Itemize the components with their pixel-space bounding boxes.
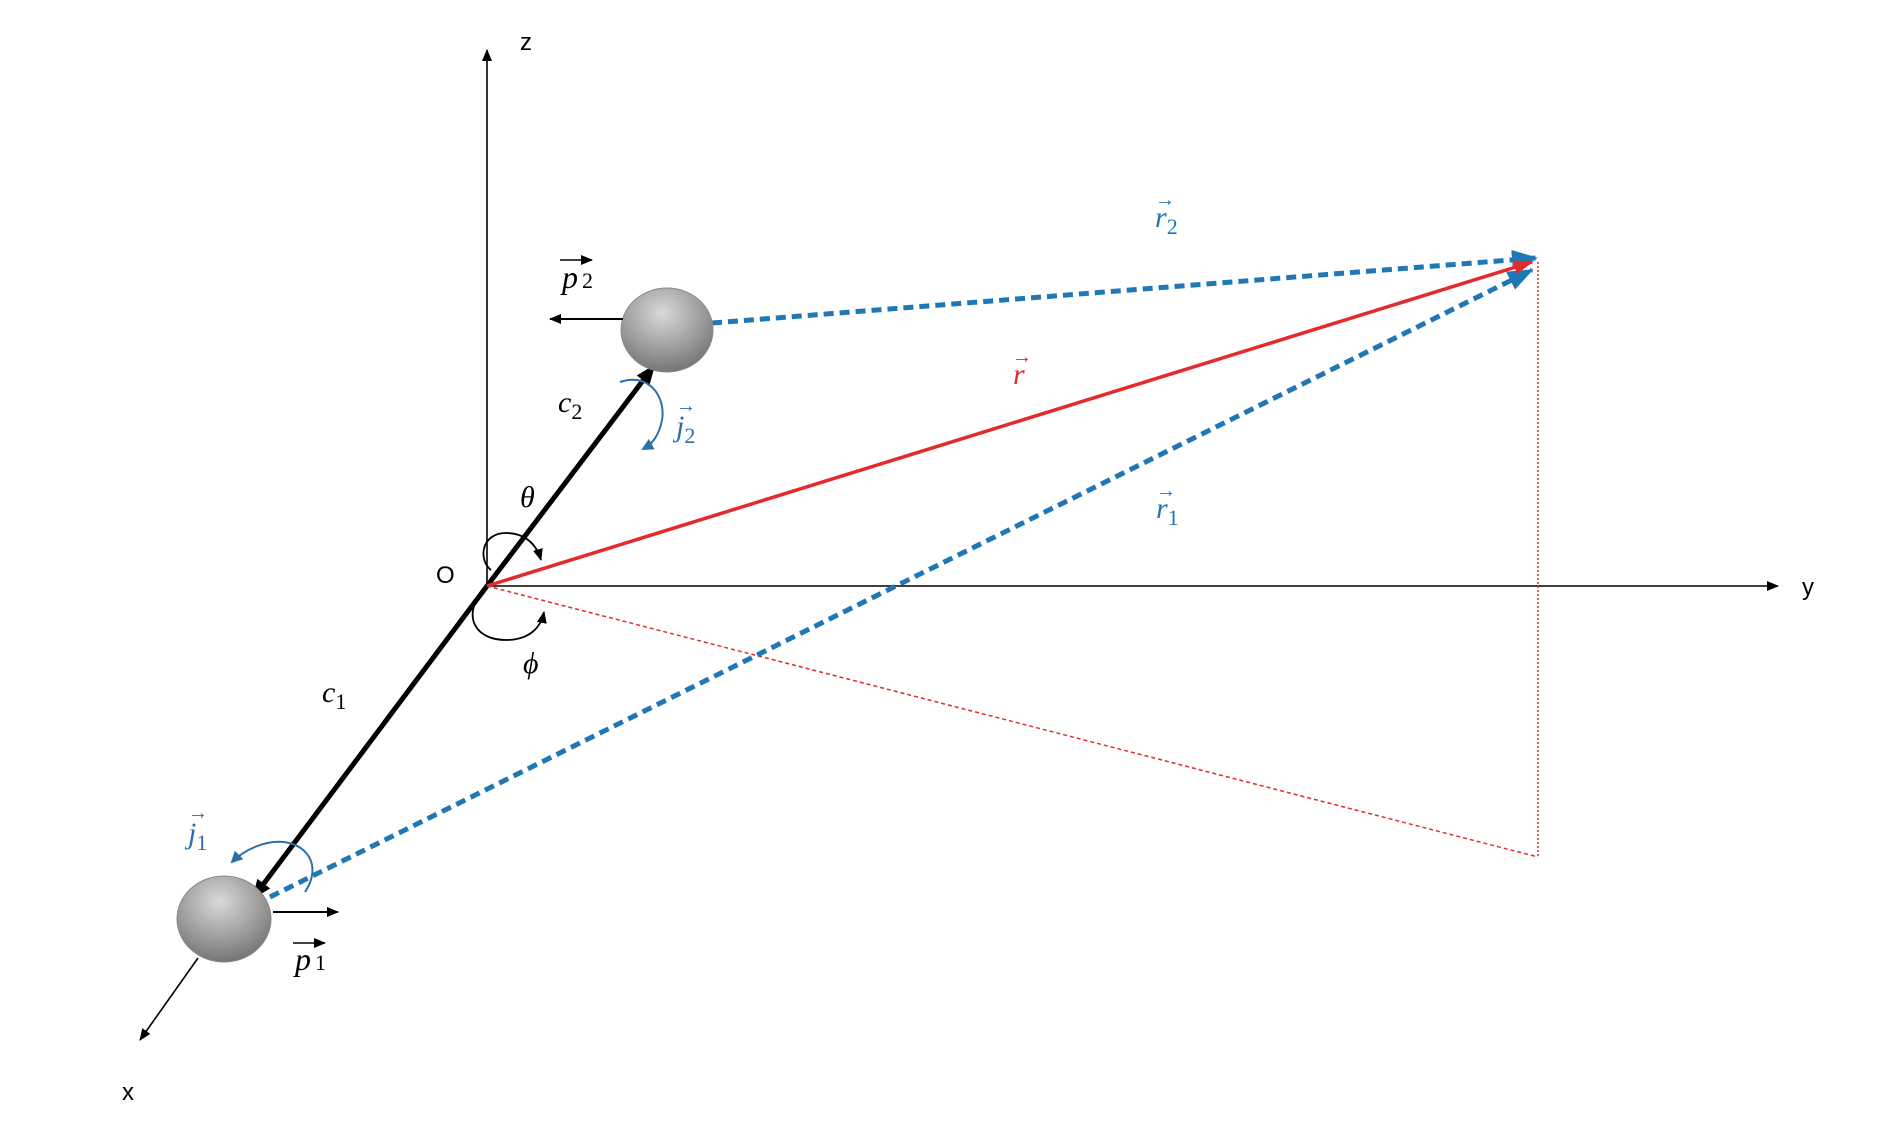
- c1-label: c1: [322, 676, 346, 714]
- svg-text:→: →: [188, 802, 208, 824]
- svg-text:→: →: [676, 395, 696, 417]
- svg-text:→: →: [1156, 480, 1176, 502]
- theta-angle-arc: [482, 532, 543, 571]
- c1-vector: [251, 584, 489, 900]
- particle-2-sphere: [620, 287, 714, 373]
- phi-label: ϕ: [523, 647, 539, 680]
- svg-text:j2: j2: [672, 410, 695, 448]
- r2-vector: [711, 249, 1538, 326]
- j2-rotation-arc: [619, 379, 664, 450]
- svg-text:r1: r1: [1156, 492, 1179, 530]
- c2-vector: [485, 364, 656, 588]
- phi-angle-arc: [471, 597, 547, 641]
- r-vector: [486, 260, 1534, 588]
- r2-vector-label: r2 →: [1155, 189, 1178, 239]
- j2-label: j2 →: [672, 395, 696, 448]
- theta-label: θ: [520, 481, 535, 514]
- svg-text:→: →: [1155, 189, 1175, 211]
- origin-label: O: [436, 562, 455, 589]
- c2-label: c2: [558, 386, 582, 424]
- r-projection-floor-line: [486, 585, 1539, 858]
- svg-text:→: →: [1012, 346, 1032, 368]
- svg-text:p1: p1: [293, 941, 326, 977]
- r-vector-label: r →: [1012, 346, 1032, 391]
- r1-vector-label: r1 →: [1156, 480, 1179, 530]
- r1-vector: [268, 267, 1534, 900]
- svg-text:r2: r2: [1155, 201, 1178, 239]
- j1-rotation-arc: [230, 840, 314, 893]
- x-axis-label: x: [122, 1079, 134, 1106]
- svg-text:j1: j1: [184, 817, 207, 855]
- y-axis-label: y: [1802, 574, 1814, 601]
- svg-text:p2: p2: [560, 259, 593, 295]
- j1-label: j1 →: [184, 802, 208, 855]
- svg-text:r: r: [1013, 358, 1025, 391]
- z-axis-label: z: [520, 29, 532, 56]
- particle-1-sphere: [176, 875, 272, 963]
- x-axis-segment: [139, 957, 199, 1041]
